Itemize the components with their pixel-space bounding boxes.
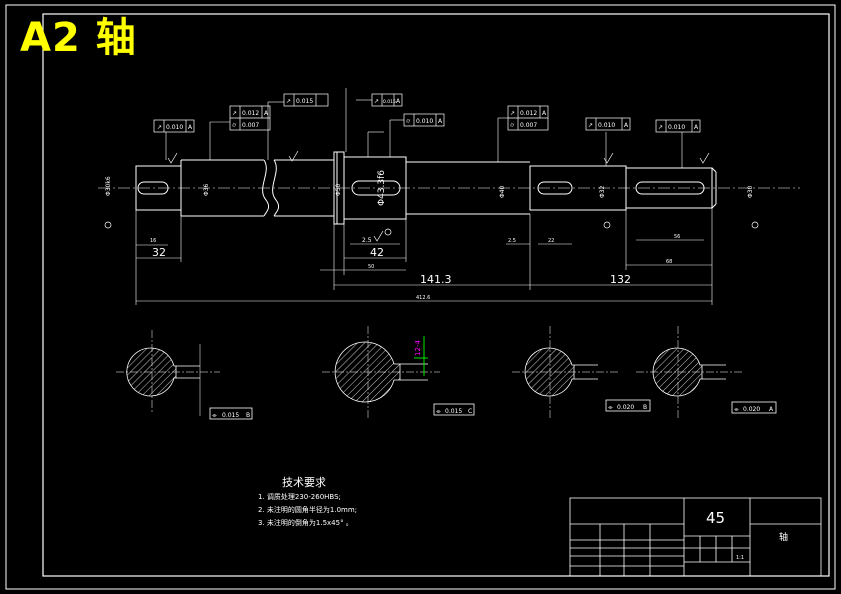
svg-text:Φ40: Φ40 bbox=[499, 185, 506, 198]
tol-value: 0.010 bbox=[166, 124, 183, 131]
datum-label: A bbox=[624, 122, 629, 129]
svg-text:16: 16 bbox=[150, 238, 156, 244]
sym-tol: 0.015 bbox=[445, 408, 462, 415]
svg-text:Φ30: Φ30 bbox=[747, 185, 754, 198]
svg-text:↗: ↗ bbox=[658, 124, 663, 131]
material: 45 bbox=[706, 509, 725, 527]
svg-text:⌯: ⌯ bbox=[608, 404, 613, 411]
datum-label: A bbox=[542, 110, 547, 117]
diameter-labels: Φ30k6 Φ36 Φ50 Φ43.3f6 Φ40 Φ32 Φ30 bbox=[105, 170, 754, 206]
svg-text:⌭: ⌭ bbox=[406, 118, 411, 125]
svg-text:Φ50: Φ50 bbox=[335, 183, 342, 196]
svg-text:412.6: 412.6 bbox=[416, 295, 430, 301]
svg-text:Φ36: Φ36 bbox=[203, 183, 210, 196]
tech-item: 1. 调质处理230-260HBS; bbox=[258, 492, 341, 501]
scale: 1:1 bbox=[736, 555, 744, 561]
datum-label: B bbox=[246, 412, 250, 419]
title-block bbox=[569, 497, 822, 577]
dimension-values: 32 42 141.3 132 16 2.5 50 412.6 22 2.5 6… bbox=[150, 234, 680, 301]
svg-text:↗: ↗ bbox=[588, 122, 593, 129]
svg-text:Φ43.3f6: Φ43.3f6 bbox=[377, 170, 387, 206]
roughness-marks bbox=[167, 150, 710, 242]
dim-32: 32 bbox=[152, 246, 166, 259]
datum-label: A bbox=[396, 98, 401, 105]
sym-tol: 0.020 bbox=[617, 404, 634, 411]
svg-text:⌯: ⌯ bbox=[436, 408, 441, 415]
svg-text:50: 50 bbox=[368, 264, 374, 270]
tol-value: 0.015 bbox=[296, 98, 313, 105]
svg-text:2.5: 2.5 bbox=[362, 237, 372, 244]
outer-border bbox=[5, 4, 836, 590]
section-view-2 bbox=[322, 326, 475, 420]
part-name: 轴 bbox=[779, 531, 788, 543]
svg-text:Φ30k6: Φ30k6 bbox=[105, 176, 112, 196]
datum-label: A bbox=[438, 118, 443, 125]
leader-lines bbox=[165, 88, 683, 168]
sym-tol: 0.020 bbox=[743, 406, 760, 413]
svg-text:⌭: ⌭ bbox=[232, 122, 237, 129]
svg-text:↗: ↗ bbox=[286, 98, 291, 105]
svg-text:2.5: 2.5 bbox=[508, 238, 516, 244]
keyway-depth: 12-4 bbox=[414, 340, 422, 356]
datum-label: A bbox=[694, 124, 699, 131]
title-block-text: 45 轴 1:1 bbox=[706, 509, 788, 561]
tech-heading: 技术要求 bbox=[282, 476, 326, 489]
tol-value: 0.010 bbox=[598, 122, 615, 129]
datum-label: C bbox=[468, 408, 472, 415]
tech-item: 2. 未注明的圆角半径为1.0mm; bbox=[258, 505, 357, 514]
svg-text:↗: ↗ bbox=[157, 124, 162, 131]
tolerance-values: ↗ 0.010 A ↗ 0.012 A ⌭ 0.007 ↗ 0.015 ↗ 0.… bbox=[157, 98, 699, 131]
tech-item: 3. 未注明的倒角为1.5x45° 。 bbox=[258, 518, 353, 527]
dim-132: 132 bbox=[610, 273, 631, 286]
svg-text:Φ32: Φ32 bbox=[599, 185, 606, 198]
datum-label: A bbox=[769, 406, 774, 413]
svg-text:↗: ↗ bbox=[232, 110, 237, 117]
section-values: ⌯ 0.015 B ⌯ 0.015 C ⌯ 0.020 B ⌯ 0.020 A … bbox=[212, 340, 774, 419]
datum-label: A bbox=[188, 124, 193, 131]
svg-text:⌭: ⌭ bbox=[510, 122, 515, 129]
tolerance-frames bbox=[153, 93, 701, 133]
tol-value: 0.010 bbox=[668, 124, 685, 131]
tol-value: 0.010 bbox=[416, 118, 433, 125]
svg-text:22: 22 bbox=[548, 238, 554, 244]
tol-value: 0.012 bbox=[242, 110, 259, 117]
tol-value: 0.007 bbox=[520, 122, 537, 129]
svg-text:⌯: ⌯ bbox=[212, 412, 217, 419]
dim-141-3: 141.3 bbox=[420, 273, 452, 286]
dim-42: 42 bbox=[370, 246, 384, 259]
tol-value: 0.015 bbox=[383, 99, 396, 105]
datum-circles bbox=[104, 221, 759, 236]
section-view-3 bbox=[512, 326, 651, 420]
svg-text:↗: ↗ bbox=[374, 98, 379, 105]
drawing-title: A2 轴 bbox=[20, 15, 137, 61]
svg-text:⌯: ⌯ bbox=[734, 406, 739, 413]
dimension-lines bbox=[135, 208, 713, 305]
sym-tol: 0.015 bbox=[222, 412, 239, 419]
tol-value: 0.012 bbox=[520, 110, 537, 117]
tol-value: 0.007 bbox=[242, 122, 259, 129]
svg-text:↗: ↗ bbox=[510, 110, 515, 117]
datum-label: B bbox=[643, 404, 647, 411]
svg-text:56: 56 bbox=[674, 234, 680, 240]
inner-border bbox=[42, 13, 830, 577]
section-view-4 bbox=[636, 326, 777, 420]
datum-label: A bbox=[264, 110, 269, 117]
shaft-view bbox=[98, 151, 800, 225]
tech-requirements: 技术要求 1. 调质处理230-260HBS; 2. 未注明的圆角半径为1.0m… bbox=[258, 476, 357, 527]
section-view-1 bbox=[116, 330, 253, 420]
svg-text:68: 68 bbox=[666, 259, 672, 265]
